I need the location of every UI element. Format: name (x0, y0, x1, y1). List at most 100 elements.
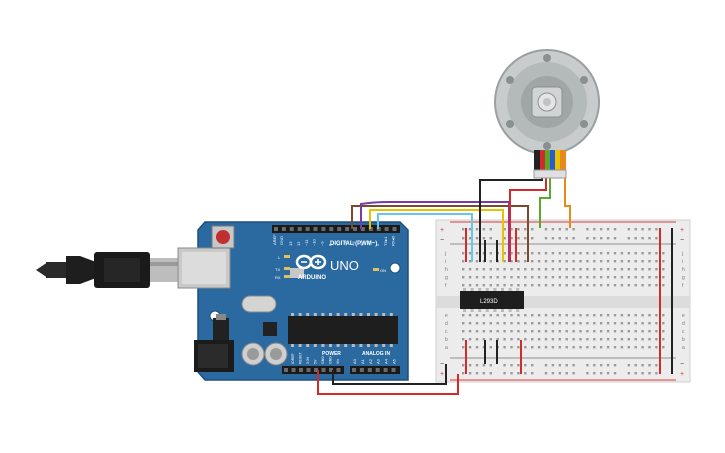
bb-hole[interactable] (524, 346, 527, 349)
bb-hole[interactable] (510, 322, 513, 325)
bb-hole[interactable] (517, 322, 520, 325)
bb-hole[interactable] (537, 268, 541, 271)
bb-hole[interactable] (503, 346, 506, 349)
bb-hole[interactable] (531, 284, 534, 287)
header-pin[interactable] (392, 227, 397, 231)
bb-hole[interactable] (482, 338, 486, 341)
header-pin[interactable] (336, 368, 341, 372)
bb-hole[interactable] (510, 284, 513, 287)
bb-rail-hole[interactable] (468, 228, 472, 231)
l293d-chip[interactable]: L293D (460, 288, 524, 312)
bb-rail-hole[interactable] (634, 237, 637, 240)
bb-hole[interactable] (662, 260, 665, 263)
usb-cable[interactable] (36, 252, 180, 288)
bb-hole[interactable] (600, 322, 603, 325)
bb-hole[interactable] (531, 268, 534, 271)
bb-hole[interactable] (593, 284, 596, 287)
bb-hole[interactable] (586, 260, 589, 263)
bb-hole[interactable] (606, 276, 610, 279)
bb-hole[interactable] (627, 252, 630, 255)
bb-rail-hole[interactable] (482, 372, 486, 375)
bb-hole[interactable] (475, 338, 479, 341)
bb-rail-hole[interactable] (600, 372, 603, 375)
bb-hole[interactable] (468, 260, 472, 263)
bb-hole[interactable] (531, 276, 534, 279)
bb-hole[interactable] (551, 330, 555, 333)
bb-hole[interactable] (468, 338, 472, 341)
bb-rail-hole[interactable] (606, 364, 610, 367)
bb-hole[interactable] (517, 338, 520, 341)
bb-hole[interactable] (489, 260, 492, 263)
header-pin[interactable] (299, 368, 303, 372)
bb-hole[interactable] (510, 346, 513, 349)
bb-hole[interactable] (620, 346, 624, 349)
bb-hole[interactable] (620, 252, 624, 255)
wire-motor-orange[interactable] (564, 176, 571, 228)
bb-hole[interactable] (475, 276, 479, 279)
bb-hole[interactable] (475, 346, 479, 349)
bb-hole[interactable] (586, 276, 589, 279)
wire-motor-red[interactable] (509, 176, 547, 262)
bb-hole[interactable] (641, 346, 644, 349)
bb-hole[interactable] (648, 276, 651, 279)
bb-hole[interactable] (606, 346, 610, 349)
bb-hole[interactable] (593, 330, 596, 333)
header-pin[interactable] (352, 368, 356, 372)
bb-hole[interactable] (579, 252, 582, 255)
bb-hole[interactable] (503, 330, 506, 333)
bb-hole[interactable] (551, 268, 555, 271)
bb-hole[interactable] (468, 276, 472, 279)
bb-hole[interactable] (462, 322, 465, 325)
bb-rail-hole[interactable] (572, 228, 575, 231)
bb-hole[interactable] (586, 314, 589, 317)
bb-rail-hole[interactable] (475, 364, 479, 367)
bb-hole[interactable] (510, 268, 513, 271)
bb-rail-hole[interactable] (600, 364, 603, 367)
bb-hole[interactable] (641, 338, 644, 341)
bb-hole[interactable] (531, 260, 534, 263)
bb-hole[interactable] (593, 276, 596, 279)
bb-rail-hole[interactable] (593, 237, 596, 240)
bb-rail-hole[interactable] (648, 364, 651, 367)
bb-hole[interactable] (524, 276, 527, 279)
bb-hole[interactable] (482, 252, 486, 255)
bb-hole[interactable] (648, 338, 651, 341)
bb-hole[interactable] (572, 330, 575, 333)
bb-hole[interactable] (641, 284, 644, 287)
bb-rail-hole[interactable] (468, 237, 472, 240)
bb-hole[interactable] (489, 284, 492, 287)
bb-hole[interactable] (606, 330, 610, 333)
header-pin[interactable] (321, 368, 326, 372)
bb-rail-hole[interactable] (641, 372, 644, 375)
bb-hole[interactable] (551, 346, 555, 349)
bb-hole[interactable] (468, 322, 472, 325)
bb-hole[interactable] (482, 284, 486, 287)
header-pin[interactable] (306, 368, 311, 372)
bb-rail-hole[interactable] (482, 237, 486, 240)
bb-hole[interactable] (620, 338, 624, 341)
bb-hole[interactable] (482, 276, 486, 279)
bb-hole[interactable] (662, 276, 665, 279)
wire-motor-green[interactable] (539, 176, 551, 228)
bb-hole[interactable] (627, 346, 630, 349)
bb-rail-hole[interactable] (489, 372, 492, 375)
bb-hole[interactable] (565, 276, 568, 279)
bb-hole[interactable] (462, 260, 465, 263)
bb-hole[interactable] (551, 252, 555, 255)
bb-hole[interactable] (600, 314, 603, 317)
bb-rail-hole[interactable] (593, 364, 596, 367)
bb-rail-hole[interactable] (586, 372, 589, 375)
bb-rail-hole[interactable] (600, 237, 603, 240)
bb-hole[interactable] (593, 322, 596, 325)
bb-rail-hole[interactable] (648, 372, 651, 375)
bb-rail-hole[interactable] (600, 228, 603, 231)
bb-hole[interactable] (620, 284, 624, 287)
bb-hole[interactable] (662, 322, 665, 325)
bb-hole[interactable] (572, 314, 575, 317)
bb-hole[interactable] (634, 346, 637, 349)
bb-hole[interactable] (510, 338, 513, 341)
bb-hole[interactable] (475, 330, 479, 333)
bb-hole[interactable] (606, 268, 610, 271)
bb-hole[interactable] (537, 260, 541, 263)
